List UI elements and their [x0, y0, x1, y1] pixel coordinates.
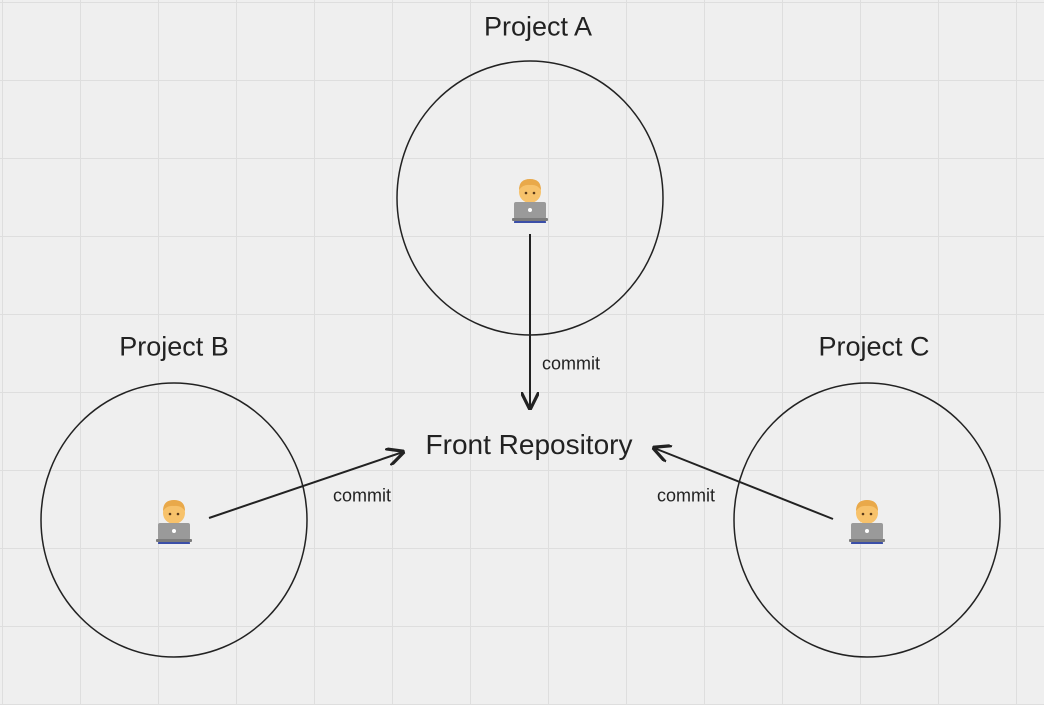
developer-laptop-icon [512, 179, 548, 223]
commit-label-b: commit [333, 485, 391, 506]
front-repository-label[interactable]: Front Repository [425, 429, 633, 460]
developer-laptop-icon [849, 500, 885, 544]
project-c-circle[interactable] [733, 382, 1001, 658]
developer-laptop-icon [156, 500, 192, 544]
project-a-title: Project A [483, 11, 593, 42]
commit-label-a: commit [542, 353, 600, 374]
project-c-title: Project C [818, 331, 930, 362]
commit-label-c: commit [657, 485, 715, 506]
commit-arrow-c[interactable] [654, 448, 834, 520]
commit-arrow-b[interactable] [208, 452, 403, 519]
project-b-circle[interactable] [40, 382, 308, 658]
project-b-title: Project B [119, 331, 229, 362]
